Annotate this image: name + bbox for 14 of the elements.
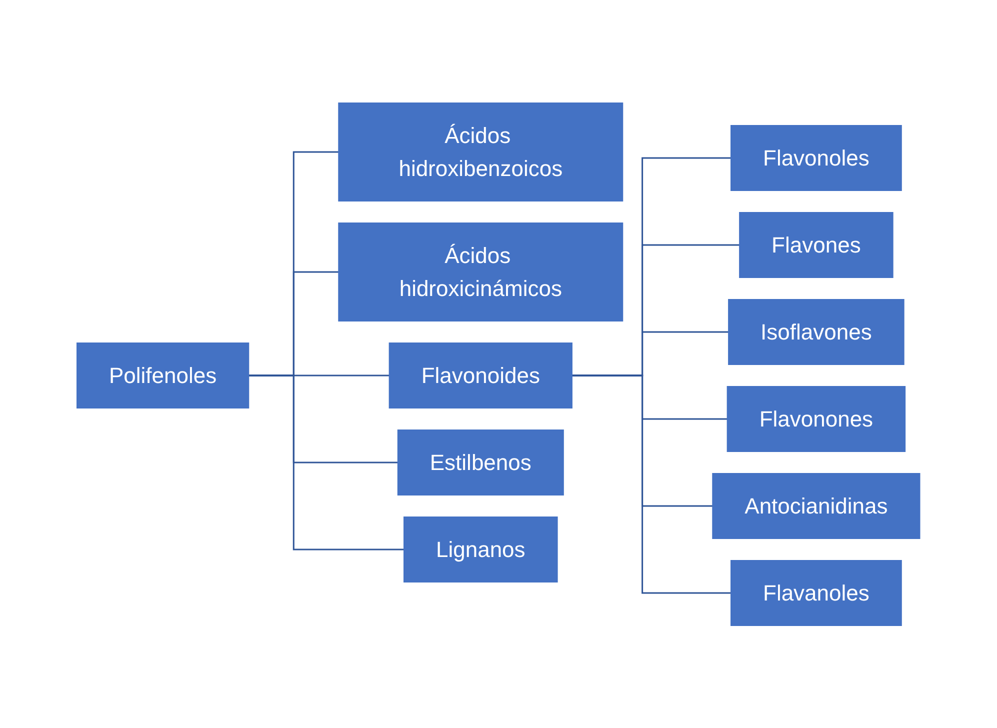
connector [572, 374, 732, 594]
node-box: Isoflavones [728, 298, 904, 365]
node-box: Lignanos [404, 516, 558, 582]
node-box: Flavones [739, 212, 894, 278]
node-box: Estilbenos [398, 429, 564, 496]
connector [248, 374, 404, 550]
node-box: Ácidos hidroxicinámicos [338, 222, 624, 322]
node-box: Antocianidinas [712, 472, 920, 539]
node-box: Flavanoles [730, 560, 902, 626]
node-box: Flavonones [726, 386, 906, 452]
node-box: Ácidos hidroxibenzoicos [338, 102, 624, 202]
node-box: Flavonoides [388, 342, 573, 408]
node-box: Flavonoles [730, 124, 902, 191]
node-box: Polifenoles [76, 342, 250, 408]
